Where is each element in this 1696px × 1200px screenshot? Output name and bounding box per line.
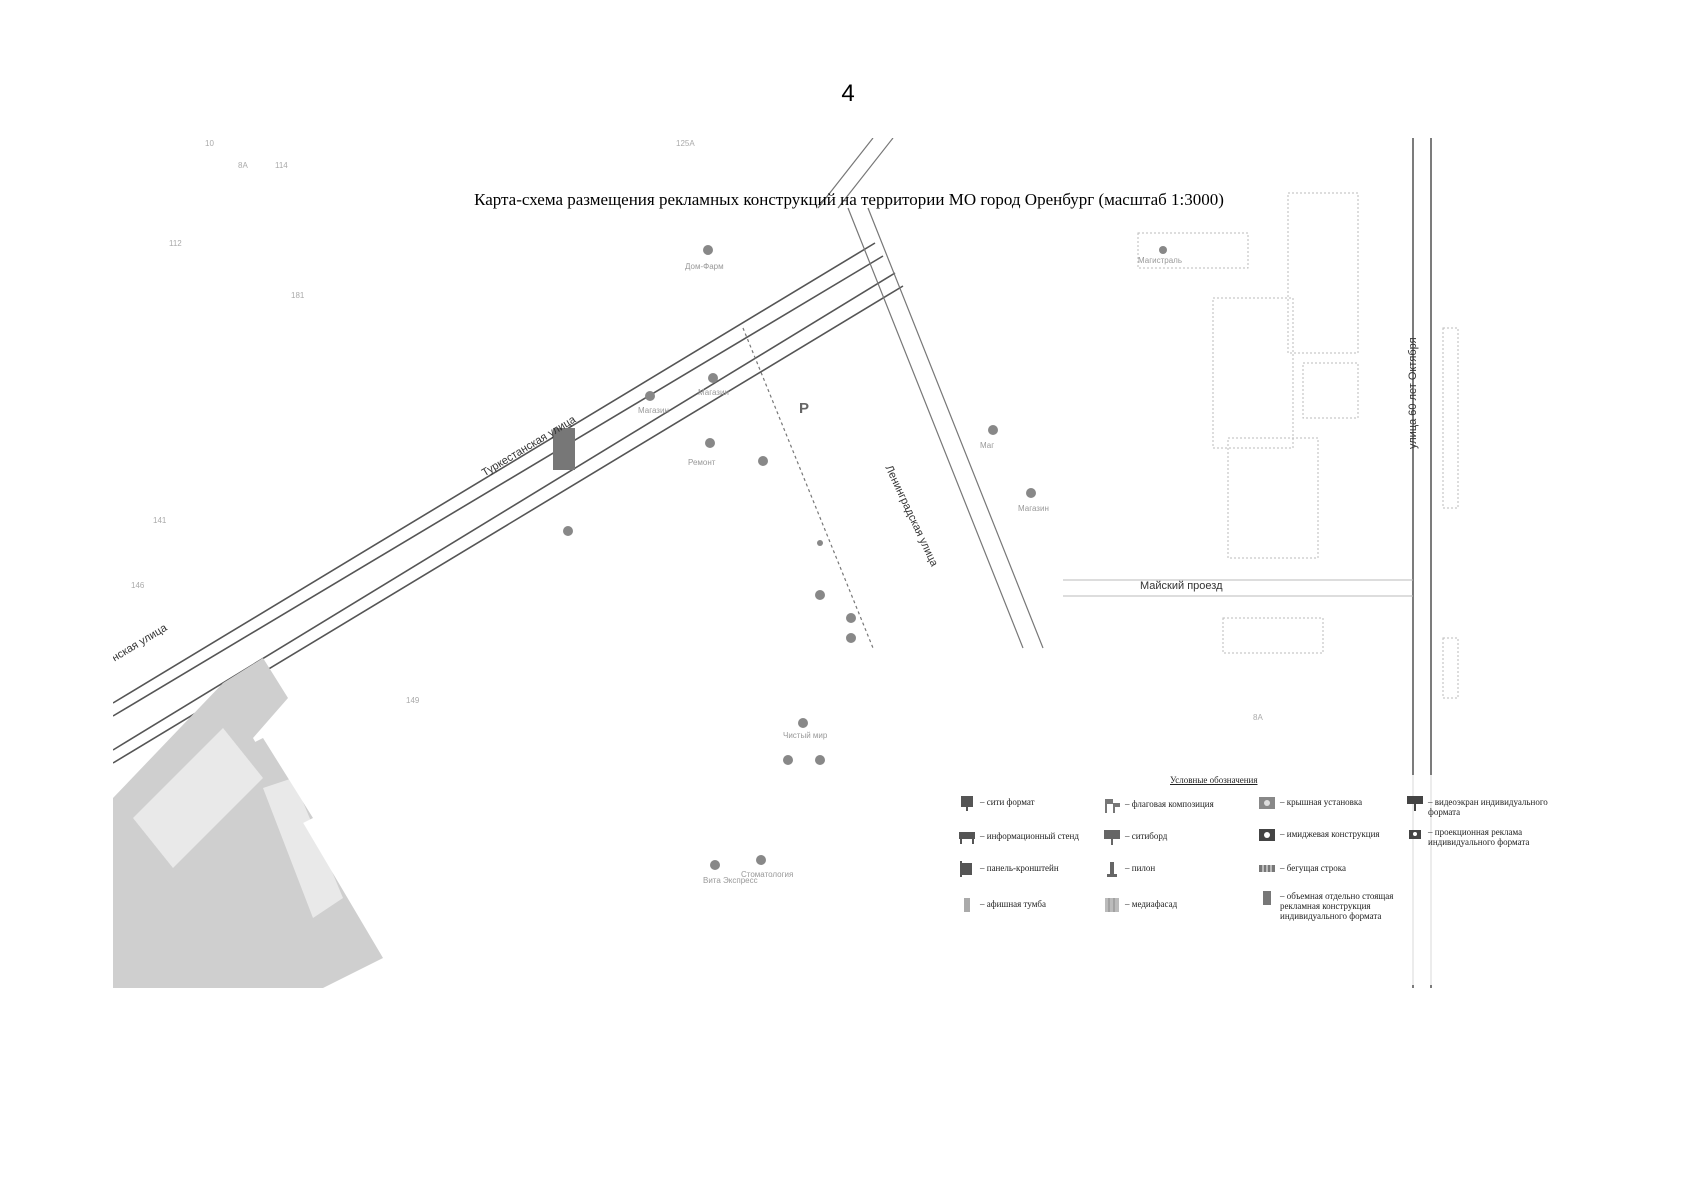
svg-text:8А: 8А [238,161,248,170]
media-facade-icon [1105,898,1119,912]
legend-label: – пилон [1125,863,1156,873]
legend-item-siti-format: – сити формат [958,795,1108,811]
place-label: Чистый мир [783,731,828,740]
poi-icons [553,245,1167,870]
legend-label: – афишная тумба [980,899,1046,909]
legend-label: – ситиборд [1125,831,1168,841]
legend-label: – бегущая строка [1280,863,1346,873]
panel-bracket-icon [960,861,972,877]
buildings [1137,192,1459,699]
legend-label: – имиджевая конструкция [1280,829,1380,839]
place-label: Стоматология [741,870,794,879]
legend-label: – медиафасад [1125,899,1178,909]
legend-label: – панель-кронштейн [980,863,1059,873]
map-canvas: 10 8А 114 112 125А 141 146 149 8А 181 [113,138,1459,988]
legend-item-afisha: – афишная тумба [958,897,1108,913]
svg-text:10: 10 [205,139,214,148]
image-construction-icon [1259,829,1275,841]
place-label: Магистраль [1138,256,1182,265]
svg-text:125А: 125А [676,139,695,148]
place-label: Магазин [1018,504,1049,513]
pylon-icon [1107,862,1117,877]
road-mayskiy [1063,579,1413,597]
legend-title: Условные обозначения [1170,775,1258,785]
svg-text:149: 149 [406,696,420,705]
legend-label: – крышная установка [1280,797,1363,807]
legend-item-ticker: – бегущая строка [1258,861,1408,877]
legend-label: – проекционная реклама индивидуального ф… [1428,827,1530,847]
street-label-60-let-oktyabrya: улица 60 лет Октября [1407,337,1419,449]
legend-item-image: – имиджевая конструкция [1258,827,1408,843]
svg-text:141: 141 [153,516,167,525]
place-label: Маг [980,441,995,450]
legend-label: – объемная отдельно стоящая рекламная ко… [1280,891,1394,921]
legend-item-citiboard: – ситиборд [1103,829,1253,845]
video-screen-icon [1407,796,1423,811]
map-title: Карта-схема размещения рекламных констру… [474,190,1224,209]
legend-label: – видеоэкран индивидуального формата [1428,797,1548,817]
legend-item-panel-bracket: – панель-кронштейн [958,861,1108,877]
legend-item-volume: – объемная отдельно стоящая рекламная ко… [1258,889,1408,921]
legend-item-info-stand: – информационный стенд [958,829,1108,845]
legend-item-projection: – проекционная реклама индивидуального ф… [1406,825,1556,847]
legend-item-flag: – флаговая композиция [1103,797,1253,813]
roof-installation-icon [1259,797,1275,809]
svg-text:114: 114 [275,161,288,170]
cityboard-icon [1104,830,1120,845]
parking-icon: P [799,400,810,417]
legend-label: – сити формат [980,797,1035,807]
legend-item-videoscreen: – видеоэкран индивидуального формата [1406,795,1556,817]
legend-item-mediafacade: – медиафасад [1103,897,1253,913]
projection-ad-icon [1409,830,1421,839]
place-label: Вита Экспресс [703,876,758,885]
volume-construction-icon [1263,891,1271,905]
legend-label: – информационный стенд [980,831,1079,841]
svg-text:146: 146 [131,581,145,590]
place-label: Дом-Фарм [685,262,724,271]
page-number: 4 [841,80,855,107]
map-view[interactable]: 10 8А 114 112 125А 141 146 149 8А 181 Ка… [113,138,1585,988]
legend-item-pylon: – пилон [1103,861,1253,877]
legend-item-roof: – крышная установка [1258,795,1408,811]
info-stand-icon [959,832,975,844]
road-leningradskaya [742,138,1044,649]
flag-composition-icon [1105,799,1120,813]
svg-text:112: 112 [169,239,182,248]
place-label: Магазин [638,406,669,415]
place-label: Магазин [698,388,729,397]
svg-text:181: 181 [291,291,305,300]
svg-text:8А: 8А [1253,713,1263,722]
street-label-mayskiy: Майский проезд [1140,580,1223,592]
running-line-icon [1259,865,1275,872]
city-format-icon [961,796,973,811]
afisha-column-icon [964,898,970,912]
map-legend: Условные обозначения – сити формат – инф… [928,775,1568,985]
legend-label: – флаговая композиция [1125,799,1214,809]
place-label: Ремонт [688,458,716,467]
